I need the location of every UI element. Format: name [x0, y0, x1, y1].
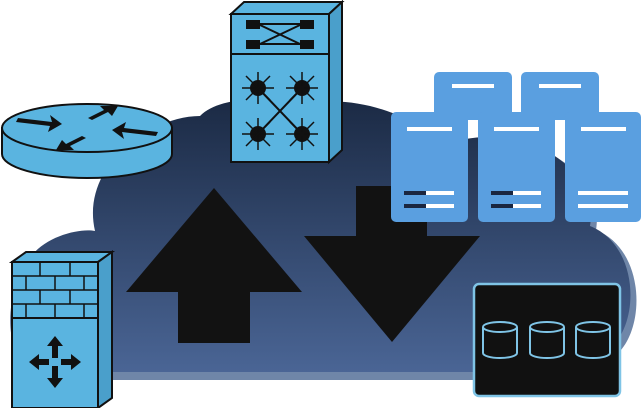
up-arrow-icon	[126, 188, 302, 343]
router-icon	[1, 103, 173, 179]
disk-1	[482, 321, 518, 359]
multilayer-switch-icon	[228, 0, 345, 165]
down-arrow-icon	[304, 186, 480, 342]
disk-3	[575, 321, 611, 359]
disk-2	[529, 321, 565, 359]
server-front-right	[565, 112, 641, 222]
server-front-middle	[478, 112, 555, 222]
server-front-left	[391, 112, 468, 222]
server-back-right	[521, 72, 599, 120]
server-rack-icon	[391, 72, 641, 222]
server-back-left	[434, 72, 512, 120]
storage-icon	[472, 282, 622, 398]
firewall-icon	[8, 250, 116, 408]
